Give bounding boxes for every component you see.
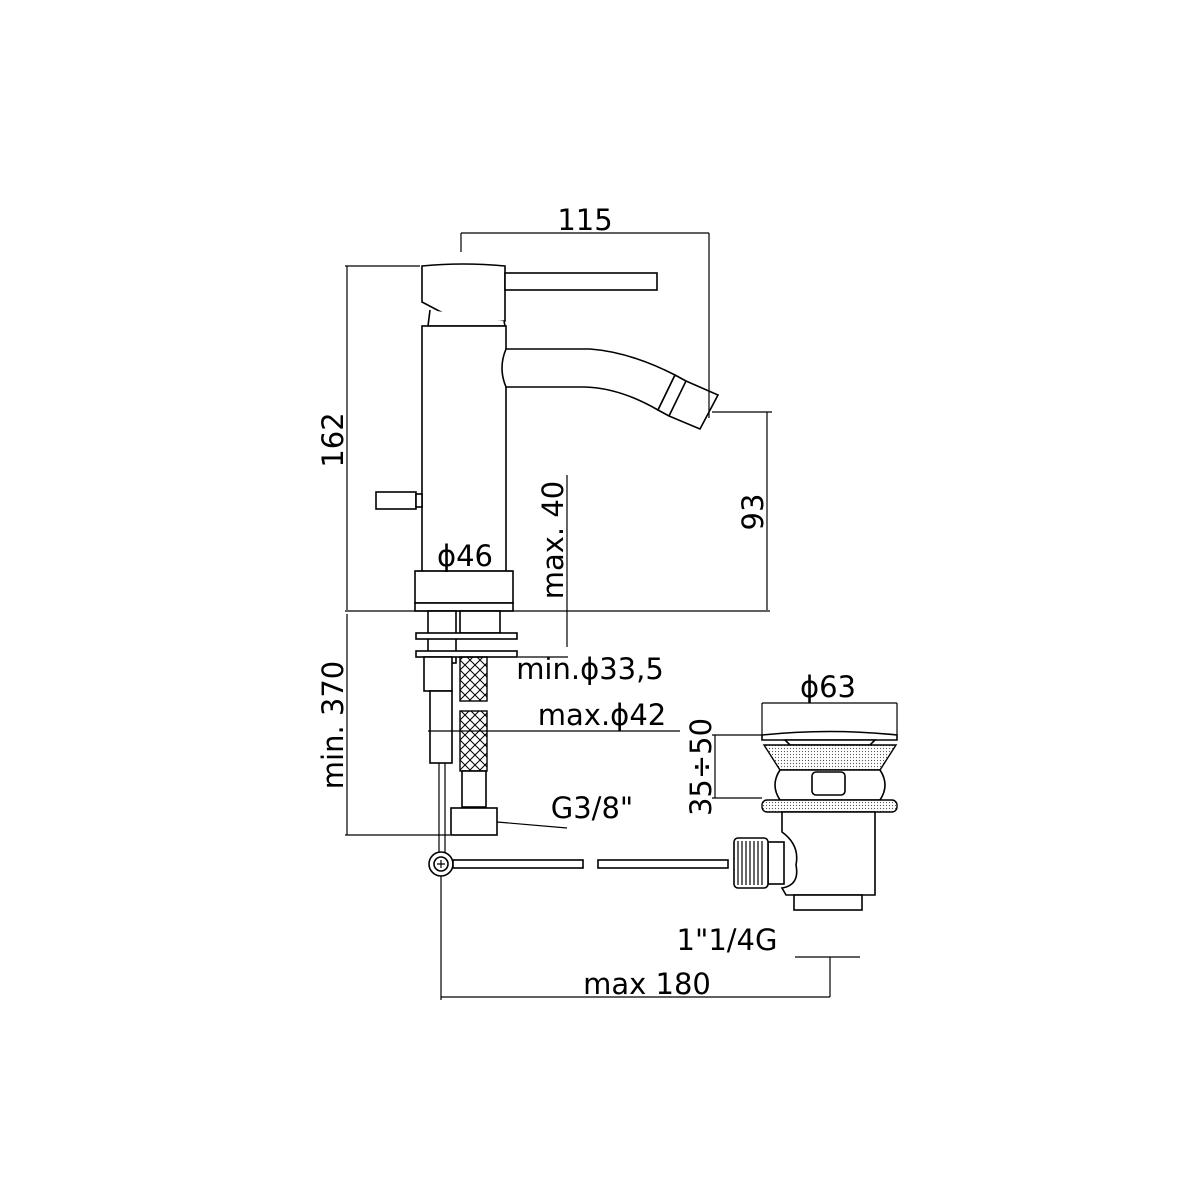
- base: [414, 570, 514, 604]
- rod-housing: [767, 841, 785, 885]
- pop-up-waste: [733, 730, 898, 911]
- cap-stem: [783, 739, 877, 746]
- dim-total-height: 162: [316, 412, 350, 467]
- waste-cap: [761, 730, 898, 741]
- cross-icon: [437, 860, 445, 868]
- knurled-nut: [733, 837, 769, 889]
- dimension-lines: [345, 232, 898, 1000]
- pop-up-knob: [375, 491, 417, 510]
- dim-waste-diameter: ϕ63: [800, 670, 856, 704]
- hose-lower: [459, 710, 488, 772]
- fixing-kit: [415, 610, 729, 877]
- dim-spout-reach: 115: [557, 203, 612, 237]
- hose-ferrule: [461, 770, 487, 808]
- waste-tail: [780, 811, 876, 896]
- stud-lower: [423, 656, 453, 692]
- body: [421, 325, 507, 573]
- dim-max-hole: max.ϕ42: [538, 698, 666, 732]
- waste-thread: [793, 894, 863, 911]
- pull-rod: [438, 763, 446, 852]
- nut-plate: [415, 650, 518, 658]
- locknut: [761, 799, 898, 813]
- knurl-lines: [737, 841, 763, 885]
- faucet: [375, 263, 720, 612]
- lever: [504, 272, 658, 291]
- dim-waste-thread: 1"1/4G: [677, 923, 778, 957]
- fitting: [459, 610, 501, 634]
- washer: [415, 632, 518, 640]
- lift-rod-left: [452, 859, 584, 869]
- nozzle: [656, 373, 720, 431]
- dim-rod-length: max 180: [583, 967, 711, 1001]
- dim-spout-height: 93: [736, 494, 770, 531]
- base-plate: [414, 602, 514, 612]
- dim-max-deck: max. 40: [536, 481, 570, 600]
- overflow-slot: [811, 771, 846, 796]
- flange: [762, 744, 898, 771]
- dim-waste-range: 35÷50: [684, 718, 718, 816]
- knob-stem: [415, 493, 423, 508]
- spout: [501, 348, 677, 412]
- stud-tube: [429, 690, 453, 764]
- hose-upper: [459, 656, 488, 702]
- hose-nut: [450, 807, 498, 836]
- dim-hose-connection: G3/8": [551, 791, 633, 825]
- dim-min-hole: min.ϕ33,5: [516, 652, 664, 686]
- dim-min-hose: min. 370: [316, 661, 350, 789]
- lift-rod-right: [597, 859, 729, 869]
- dim-body-diameter: ϕ46: [437, 539, 493, 573]
